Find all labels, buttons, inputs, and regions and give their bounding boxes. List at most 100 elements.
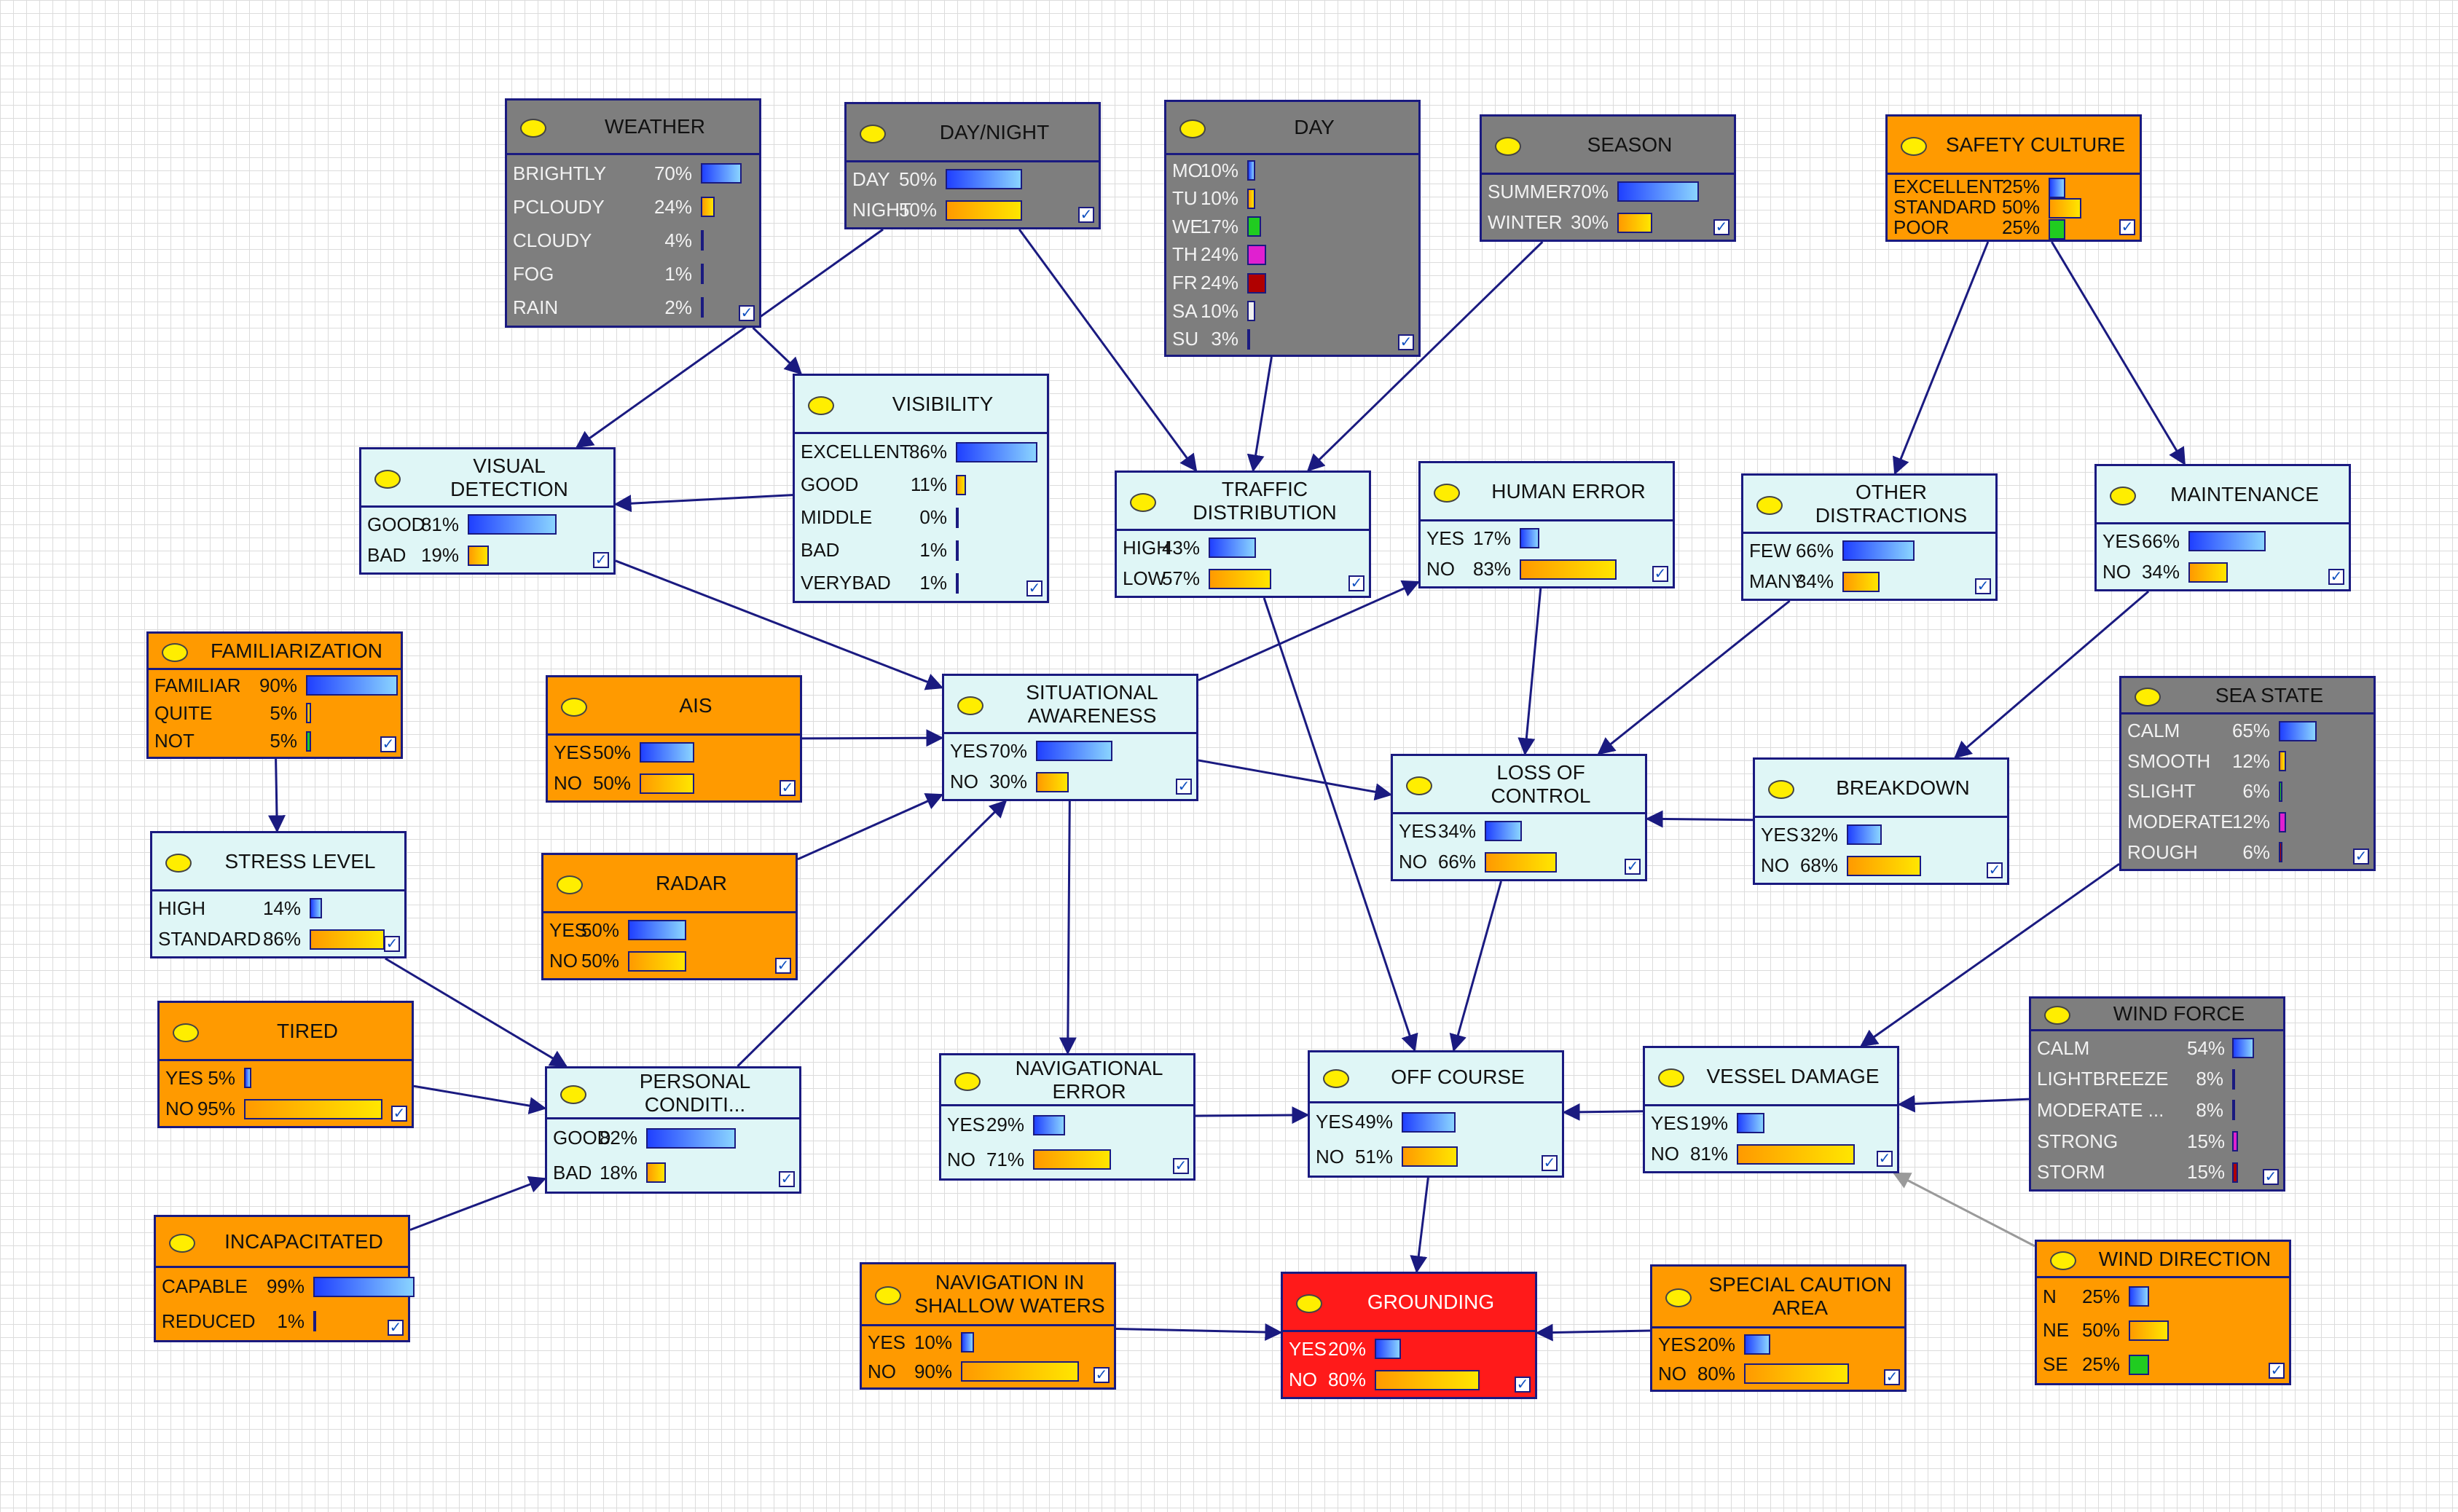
node-status-icon[interactable]	[875, 1286, 901, 1305]
node-status-icon[interactable]	[1768, 779, 1794, 799]
node-header[interactable]: WIND DIRECTION	[2037, 1242, 2289, 1278]
node-header[interactable]: VISIBILITY	[795, 376, 1047, 434]
node-header[interactable]: STRESS LEVEL	[152, 833, 404, 891]
node-status-icon[interactable]	[2110, 486, 2136, 505]
node-status-icon[interactable]	[957, 696, 983, 715]
node-status-icon[interactable]	[1406, 776, 1432, 795]
node-checkbox-icon[interactable]: ✓	[391, 1106, 407, 1122]
node-checkbox-icon[interactable]: ✓	[1652, 566, 1668, 582]
node-header[interactable]: WEATHER	[507, 101, 759, 155]
node-status-icon[interactable]	[561, 697, 587, 717]
node-status-icon[interactable]	[2044, 1006, 2070, 1025]
node-checkbox-icon[interactable]: ✓	[1884, 1369, 1900, 1385]
node-checkbox-icon[interactable]: ✓	[739, 305, 755, 321]
node-checkbox-icon[interactable]: ✓	[2353, 848, 2369, 865]
state-row[interactable]: MODERATE ...8%	[2034, 1095, 2283, 1126]
node-status-icon[interactable]	[1756, 495, 1783, 515]
node-status-icon[interactable]	[169, 1233, 195, 1253]
node-header[interactable]: OTHER DISTRACTIONS	[1743, 476, 1995, 534]
node-checkbox-icon[interactable]: ✓	[1398, 334, 1414, 350]
node-header[interactable]: SITUATIONAL AWARENESS	[944, 676, 1196, 734]
node-checkbox-icon[interactable]: ✓	[2263, 1169, 2279, 1185]
node-header[interactable]: WIND FORCE	[2031, 999, 2283, 1031]
node-header[interactable]: NAVIGATIONAL ERROR	[941, 1055, 1193, 1106]
node-checkbox-icon[interactable]: ✓	[1176, 779, 1192, 795]
node-status-icon[interactable]	[2050, 1251, 2076, 1270]
node-checkbox-icon[interactable]: ✓	[380, 736, 396, 752]
node-status-icon[interactable]	[954, 1071, 981, 1091]
node-checkbox-icon[interactable]: ✓	[780, 780, 796, 796]
node-header[interactable]: NAVIGATION IN SHALLOW WATERS	[862, 1264, 1114, 1326]
node-header[interactable]: PERSONAL CONDITI...	[547, 1068, 799, 1119]
node-status-icon[interactable]	[374, 469, 401, 489]
node-status-icon[interactable]	[1179, 119, 1206, 138]
node-header[interactable]: OFF COURSE	[1310, 1052, 1562, 1103]
node-status-icon[interactable]	[808, 395, 834, 415]
node-status-icon[interactable]	[1434, 483, 1460, 503]
node-header[interactable]: LOSS OF CONTROL	[1393, 756, 1645, 814]
node-status-icon[interactable]	[520, 119, 546, 138]
node-header[interactable]: HUMAN ERROR	[1421, 463, 1673, 521]
node-checkbox-icon[interactable]: ✓	[1713, 219, 1729, 235]
node-status-icon[interactable]	[1495, 136, 1521, 156]
node-header[interactable]: GROUNDING	[1283, 1274, 1535, 1332]
node-header[interactable]: SPECIAL CAUTION AREA	[1652, 1267, 1904, 1328]
